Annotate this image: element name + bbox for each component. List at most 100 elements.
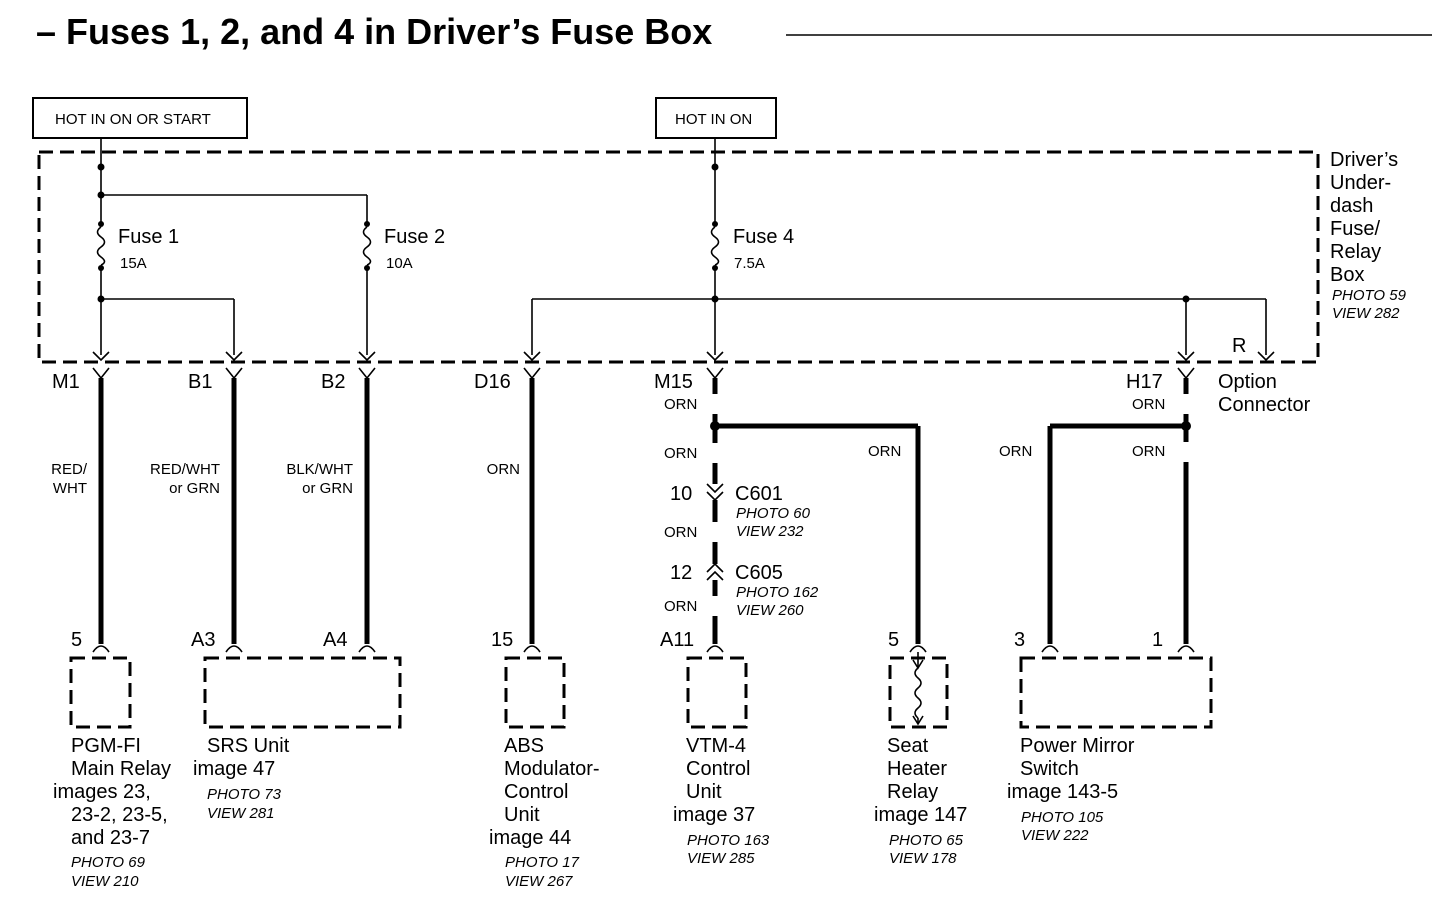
- label-gap: [1171, 394, 1201, 414]
- abs-unit-box: [504, 656, 566, 729]
- connector-c605-view: VIEW 260: [736, 602, 804, 619]
- power-label-right: HOT IN ON: [675, 111, 752, 128]
- vtm-line-4: image 37: [673, 804, 755, 826]
- fuse-2-name: Fuse 2: [384, 226, 445, 248]
- connector-c605-photo: PHOTO 162: [736, 584, 819, 601]
- junction-dot: [97, 191, 105, 199]
- seat-photo: PHOTO 65: [889, 832, 964, 849]
- splice-dot: [710, 421, 720, 431]
- terminal-r: R: [1232, 335, 1246, 357]
- abs-photo: PHOTO 17: [505, 854, 580, 871]
- pgm-view: VIEW 210: [71, 873, 139, 890]
- wire-h17-a: ORN: [1132, 396, 1165, 413]
- pgm-fi-relay-box: [69, 656, 132, 729]
- vtm-line-1: VTM-4: [686, 735, 746, 757]
- terminal-b1: B1: [188, 371, 212, 393]
- fuse-box-photo: PHOTO 59: [1332, 287, 1407, 304]
- mirror-photo: PHOTO 105: [1021, 809, 1104, 826]
- seat-line-3: Relay: [887, 781, 938, 803]
- seat-pin: 5: [888, 629, 899, 651]
- wire-heater: ORN: [868, 443, 901, 460]
- terminal-d16: D16: [474, 371, 511, 393]
- mirror-pin-1: 1: [1152, 629, 1163, 651]
- fuse-box-name-line-4: Fuse/: [1330, 218, 1380, 240]
- label-gap: [700, 596, 730, 616]
- pgm-line-3: images 23,: [53, 781, 151, 803]
- wire-b2-line-2: or GRN: [302, 480, 353, 497]
- srs-pin-a4: A4: [323, 629, 347, 651]
- pgm-line-4: 23-2, 23-5,: [71, 804, 168, 826]
- wire-d16: ORN: [487, 461, 520, 478]
- srs-pin-a3: A3: [191, 629, 215, 651]
- option-connector-line-2: Connector: [1218, 394, 1311, 416]
- junction-dot: [711, 163, 719, 171]
- fuse-1-rating: 15A: [120, 255, 147, 272]
- wire-m1-line-2: WHT: [53, 480, 87, 497]
- vtm-view: VIEW 285: [687, 850, 755, 867]
- pgm-line-2: Main Relay: [71, 758, 171, 780]
- abs-line-4: Unit: [504, 804, 540, 826]
- pgm-line-1: PGM-FI: [71, 735, 141, 757]
- seat-line-4: image 147: [874, 804, 967, 826]
- mirror-pin-3: 3: [1014, 629, 1025, 651]
- junction-dot: [1182, 295, 1190, 303]
- fuse-box-name-line-1: Driver’s: [1330, 149, 1398, 171]
- srs-unit-box: [203, 656, 402, 729]
- abs-pin: 15: [491, 629, 513, 651]
- power-label-box-left: [32, 97, 248, 139]
- junction-dot: [97, 295, 105, 303]
- fuse-box-name-line-5: Relay: [1330, 241, 1381, 263]
- fuse-4-rating: 7.5A: [734, 255, 765, 272]
- connector-c601-symbol: [706, 483, 724, 502]
- connector-c601-view: VIEW 232: [736, 523, 804, 540]
- power-label-box-right: [655, 97, 777, 139]
- wire-m15-a: ORN: [664, 396, 697, 413]
- mirror-line-2: Switch: [1020, 758, 1079, 780]
- label-gap: [700, 394, 730, 414]
- fuse-box-internal-wiring: [100, 138, 1267, 355]
- wire-m15-d: ORN: [664, 598, 697, 615]
- fuse-4-symbol: [710, 221, 720, 271]
- power-mirror-switch-box: [1019, 656, 1213, 729]
- connector-c601-pin: 10: [670, 483, 692, 505]
- terminal-m1: M1: [52, 371, 80, 393]
- fuse-2-symbol: [362, 221, 372, 271]
- terminal-m15: M15: [654, 371, 693, 393]
- mirror-view: VIEW 222: [1021, 827, 1089, 844]
- seat-line-2: Heater: [887, 758, 947, 780]
- pgm-pin: 5: [71, 629, 82, 651]
- vtm4-unit-box: [686, 656, 748, 729]
- junction-dot: [97, 163, 105, 171]
- wire-b1-line-1: RED/WHT: [150, 461, 220, 478]
- fuse-box-name-line-3: dash: [1330, 195, 1373, 217]
- seat-view: VIEW 178: [889, 850, 957, 867]
- vtm-photo: PHOTO 163: [687, 832, 770, 849]
- fuse-box-name-line-2: Under-: [1330, 172, 1391, 194]
- label-gap: [700, 443, 730, 463]
- box-terminal-pins: [92, 367, 1195, 380]
- mirror-line-3: image 143-5: [1007, 781, 1118, 803]
- wire-mirror-left: ORN: [999, 443, 1032, 460]
- srs-photo: PHOTO 73: [207, 786, 282, 803]
- fuse-box-outline: [37, 150, 1320, 364]
- connector-c605-name: C605: [735, 562, 783, 584]
- wire-m15-b: ORN: [664, 445, 697, 462]
- connector-c601-name: C601: [735, 483, 783, 505]
- pgm-photo: PHOTO 69: [71, 854, 146, 871]
- diagram-title: – Fuses 1, 2, and 4 in Driver’s Fuse Box: [36, 11, 712, 52]
- abs-line-2: Modulator-: [504, 758, 600, 780]
- vtm-pin: A11: [660, 629, 694, 651]
- mirror-line-1: Power Mirror: [1020, 735, 1135, 757]
- fuse-box-view: VIEW 282: [1332, 305, 1400, 322]
- fuse-4-name: Fuse 4: [733, 226, 794, 248]
- srs-line-2: image 47: [193, 758, 275, 780]
- component-pin-receptacles: [92, 645, 1195, 653]
- pgm-line-5: and 23-7: [71, 827, 150, 849]
- wire-mirror-right: ORN: [1132, 443, 1165, 460]
- terminal-b2: B2: [321, 371, 345, 393]
- external-wiring: [98, 378, 1189, 644]
- abs-line-3: Control: [504, 781, 568, 803]
- srs-line-1: SRS Unit: [207, 735, 290, 757]
- seat-line-1: Seat: [887, 735, 929, 757]
